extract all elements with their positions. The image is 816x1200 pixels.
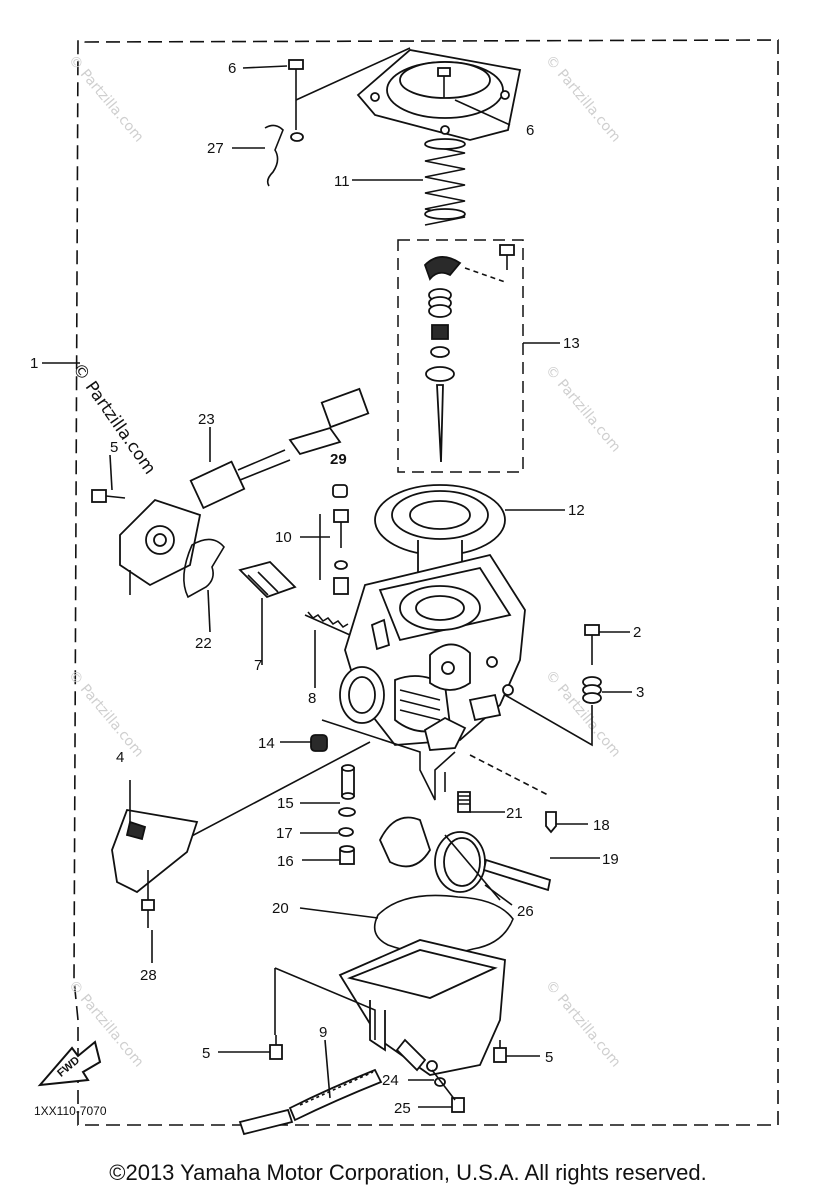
callout-5: 5 <box>545 1049 553 1066</box>
part-float-26 <box>379 816 501 901</box>
callout-2: 2 <box>633 624 641 641</box>
part-needle-set-13-box <box>397 239 524 473</box>
part-gasket-22 <box>183 538 225 599</box>
callout-26: 26 <box>517 903 534 920</box>
part-jet-set-10 <box>333 509 349 595</box>
callout-11: 11 <box>334 173 350 190</box>
callout-18: 18 <box>593 817 610 834</box>
callout-28: 28 <box>140 967 157 984</box>
fwd-arrow-icon: FWD <box>37 1040 102 1087</box>
part-main-jet-16 <box>339 845 355 865</box>
callout-6: 6 <box>526 122 534 139</box>
part-spring-11 <box>423 138 466 226</box>
part-float-pin-19 <box>482 858 552 892</box>
callout-19: 19 <box>602 851 619 868</box>
part-diaphragm-12 <box>374 484 506 593</box>
callout-25: 25 <box>394 1100 411 1117</box>
part-screw-28 <box>141 899 155 928</box>
part-screw-2 <box>584 624 600 665</box>
callout-5: 5 <box>202 1045 210 1062</box>
callout-17: 17 <box>276 825 293 842</box>
part-screw-5-bowl-left <box>269 1035 283 1060</box>
callout-4: 4 <box>116 749 124 766</box>
callout-6: 6 <box>228 60 236 77</box>
watermark: © Partzilla.com <box>542 52 624 145</box>
part-clip-27 <box>264 124 284 187</box>
callout-20: 20 <box>272 900 289 917</box>
part-pilot-jet-21 <box>444 772 471 813</box>
callout-1: 1 <box>30 355 38 372</box>
leader-2-3 <box>504 694 593 747</box>
part-spring-3 <box>582 676 602 704</box>
part-jet-29 <box>332 484 348 498</box>
watermark: © Partzilla.com <box>542 362 624 455</box>
watermark: © Partzilla.com <box>542 977 624 1070</box>
part-drain-screw-25 <box>431 1069 465 1113</box>
part-throttle-stop-7 <box>238 560 297 625</box>
copyright-notice: ©2013 Yamaha Motor Corporation, U.S.A. A… <box>109 1160 707 1185</box>
callout-10: 10 <box>275 529 292 546</box>
part-screw-5-plunger <box>91 489 126 503</box>
drawing-code: 1XX110-7070 <box>34 1104 107 1118</box>
part-carburetor-body <box>339 553 526 751</box>
part-needle-valve-18 <box>469 754 557 834</box>
callout-8: 8 <box>308 690 316 707</box>
part-jet-holder-15 <box>338 764 356 817</box>
callout-23: 23 <box>198 411 215 428</box>
callout-5: 5 <box>110 439 118 456</box>
callout-24: 24 <box>382 1072 399 1089</box>
part-screw-6-cover <box>437 67 451 98</box>
part-starter-plunger-23 <box>119 387 370 595</box>
callout-21: 21 <box>506 805 523 822</box>
part-o-ring-17 <box>338 827 354 837</box>
watermark: © Partzilla.com <box>68 359 160 478</box>
part-screw-5-bowl-right <box>493 1040 507 1063</box>
callout-27: 27 <box>207 140 224 157</box>
callout-14: 14 <box>258 735 275 752</box>
callout-29: 29 <box>330 451 347 468</box>
part-float-bowl <box>338 939 506 1076</box>
part-pilot-screw-8 <box>304 611 351 636</box>
watermark: © Partzilla.com <box>65 667 147 760</box>
leader-14-15 <box>321 719 456 801</box>
part-gasket-20 <box>373 894 514 955</box>
leader-9 <box>274 967 376 1040</box>
callout-leaders <box>42 65 632 1108</box>
callout-15: 15 <box>277 795 294 812</box>
callout-labels: 6 6 27 11 13 1 23 5 29 12 10 2 22 7 3 8 … <box>30 60 644 1117</box>
callout-12: 12 <box>568 502 585 519</box>
part-bracket-4 <box>111 808 199 900</box>
callout-3: 3 <box>636 684 644 701</box>
callout-9: 9 <box>319 1024 327 1041</box>
part-needle-set-13 <box>423 244 515 463</box>
part-cap-14 <box>310 734 328 752</box>
part-screw-6-left <box>288 47 411 142</box>
callout-22: 22 <box>195 635 212 652</box>
part-drain-hose-9 <box>238 1068 383 1136</box>
part-top-cover <box>356 49 522 141</box>
callout-7: 7 <box>254 657 262 674</box>
callout-13: 13 <box>563 335 580 352</box>
callout-16: 16 <box>277 853 294 870</box>
